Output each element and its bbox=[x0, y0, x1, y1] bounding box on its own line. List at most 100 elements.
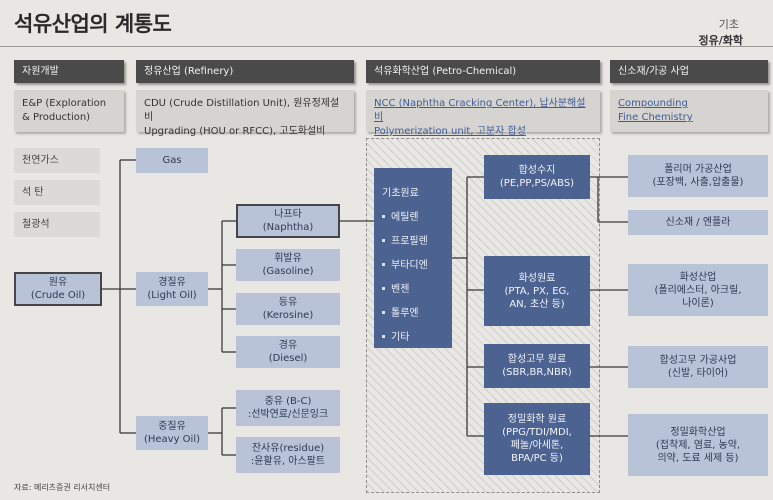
basic-material-item: 벤젠 bbox=[382, 280, 452, 295]
basic-material-label: 톨루엔 bbox=[391, 308, 419, 319]
box-line: 중질유 bbox=[158, 421, 186, 432]
column-header-resource: 자원개발 bbox=[14, 60, 124, 83]
engineering-plastics-box: 신소재 / 엔플라 bbox=[628, 210, 768, 235]
box-line: 화성산업 bbox=[679, 271, 717, 283]
column-detail-resource: E&P (Exploration & Production) bbox=[14, 90, 124, 132]
box-line: (Heavy Oil) bbox=[143, 434, 201, 445]
diesel-box: 경유 (Diesel) bbox=[236, 336, 340, 368]
bullet-icon bbox=[382, 286, 385, 290]
crude-oil-box: 원유 (Crude Oil) bbox=[14, 272, 102, 306]
box-line: 의약, 도료 세제 등) bbox=[657, 452, 739, 464]
gas-box: Gas bbox=[136, 148, 208, 173]
column-detail-refinery: CDU (Crude Distillation Unit), 원유정제설비 Up… bbox=[136, 90, 354, 137]
detail-line: E&P (Exploration bbox=[22, 98, 107, 109]
box-line: (Diesel) bbox=[268, 353, 308, 364]
polymer-processing-box: 폴리머 가공산업(포장백, 사출,압출물) bbox=[628, 155, 768, 197]
box-line: (PPG/TDI/MDI, bbox=[502, 427, 572, 438]
gasoline-box: 휘발유 (Gasoline) bbox=[236, 249, 340, 281]
detail-line: CDU (Crude Distillation Unit), 원유정제설비 bbox=[144, 98, 340, 123]
chemical-feedstock-box: 화성원료(PTA, PX, EG,AN, 초산 등) bbox=[484, 256, 590, 326]
basic-material-item: 부타디엔 bbox=[382, 256, 452, 271]
synthetic-resin-box: 합성수지 (PE,PP,PS/ABS) bbox=[484, 155, 590, 199]
box-line: (PE,PP,PS/ABS) bbox=[499, 178, 575, 189]
box-line: 경질유 bbox=[158, 277, 186, 288]
basic-material-item: 기타 bbox=[382, 328, 452, 343]
column-detail-new-materials: Compounding Fine Chemistry bbox=[610, 90, 768, 132]
box-line: :윤활유, 아스팔트 bbox=[250, 456, 326, 467]
column-detail-petrochemical: NCC (Naphtha Cracking Center), 납사분해설비 Po… bbox=[366, 90, 600, 137]
basic-material-label: 벤젠 bbox=[391, 284, 410, 295]
box-line: 합성수지 bbox=[518, 165, 556, 176]
box-line: 원유 bbox=[48, 277, 68, 288]
subcategory-label: 정유/화학 bbox=[698, 34, 744, 47]
basic-material-label: 프로필렌 bbox=[391, 236, 428, 247]
box-line: BPA/PC 등) bbox=[511, 453, 563, 464]
box-line: (Kerosine) bbox=[262, 310, 314, 321]
column-header-refinery: 정유산업 (Refinery) bbox=[136, 60, 354, 83]
box-line: (Light Oil) bbox=[147, 290, 197, 301]
title-divider bbox=[0, 46, 773, 47]
basic-material-label: 부타디엔 bbox=[391, 260, 428, 271]
box-line: 정밀화학 원료 bbox=[507, 414, 567, 425]
box-line: (Crude Oil) bbox=[30, 290, 86, 301]
detail-line: & Production) bbox=[22, 112, 91, 123]
box-line: 등유 bbox=[278, 297, 298, 308]
bullet-icon bbox=[382, 262, 385, 266]
box-line: (접착제, 염료, 농약, bbox=[655, 439, 741, 451]
box-line: (PTA, PX, EG, bbox=[504, 285, 570, 297]
bullet-icon bbox=[382, 238, 385, 242]
fine-chemical-box: 정밀화학 원료 (PPG/TDI/MDI, 페놀/아세톤, BPA/PC 등) bbox=[484, 403, 590, 475]
bullet-icon bbox=[382, 310, 385, 314]
basic-material-item: 에틸렌 bbox=[382, 208, 452, 223]
basic-materials-box: 기초원료 에틸렌 프로필렌 부타디엔 벤젠 톨루엔 기타 bbox=[374, 168, 452, 348]
box-line: 나프타 bbox=[274, 209, 302, 220]
detail-line: Fine Chemistry bbox=[618, 112, 693, 123]
resource-coal: 석 탄 bbox=[14, 180, 100, 205]
basic-materials-title: 기초원료 bbox=[382, 188, 419, 199]
heavy-oil-box: 중질유 (Heavy Oil) bbox=[136, 416, 208, 450]
light-oil-box: 경질유 (Light Oil) bbox=[136, 272, 208, 306]
basic-material-item: 프로필렌 bbox=[382, 232, 452, 247]
category-label: 기초 bbox=[718, 18, 739, 31]
residue-box: 잔사유(residue) :윤활유, 아스팔트 bbox=[236, 437, 340, 473]
rubber-processing-box: 합성고무 가공사업 (신발, 타이어) bbox=[628, 346, 768, 388]
bunker-c-box: 중유 (B-C) :선박연료/신문잉크 bbox=[236, 390, 340, 426]
box-line: (Naphtha) bbox=[262, 222, 314, 233]
box-line: :선박연료/신문잉크 bbox=[247, 409, 329, 420]
synthetic-rubber-box: 합성고무 원료 (SBR,BR,NBR) bbox=[484, 344, 590, 388]
bullet-icon bbox=[382, 334, 385, 338]
resource-natural-gas: 천연가스 bbox=[14, 148, 100, 173]
box-line: 화성원료 bbox=[518, 272, 556, 284]
fine-chemical-industry-box: 정밀화학산업(접착제, 염료, 농약,의약, 도료 세제 등) bbox=[628, 414, 768, 476]
box-line: 합성고무 원료 bbox=[507, 354, 567, 365]
column-header-petrochemical: 석유화학산업 (Petro-Chemical) bbox=[366, 60, 600, 83]
box-line: (SBR,BR,NBR) bbox=[502, 367, 572, 378]
box-line: 합성고무 가공사업 bbox=[659, 355, 737, 366]
basic-material-label: 에틸렌 bbox=[391, 212, 419, 223]
box-line: 페놀/아세톤, bbox=[510, 440, 564, 451]
page-title: 석유산업의 계통도 bbox=[14, 12, 172, 36]
kerosine-box: 등유 (Kerosine) bbox=[236, 293, 340, 325]
box-line: 정밀화학산업 bbox=[670, 426, 726, 438]
box-line: 휘발유 bbox=[274, 253, 302, 264]
box-line: (폴리에스터, 아크릴, bbox=[654, 284, 742, 296]
naphtha-box: 나프타 (Naphtha) bbox=[236, 204, 340, 238]
source-note: 자료: 메리츠증권 리서치센터 bbox=[14, 483, 111, 492]
resource-iron-ore: 철광석 bbox=[14, 212, 100, 237]
box-line: 나이론) bbox=[682, 297, 714, 309]
basic-material-label: 기타 bbox=[391, 332, 410, 343]
detail-line: NCC (Naphtha Cracking Center), 납사분해설비 bbox=[374, 98, 586, 123]
detail-line: Compounding bbox=[618, 98, 688, 109]
basic-material-item: 톨루엔 bbox=[382, 304, 452, 319]
box-line: 경유 bbox=[278, 340, 298, 351]
column-header-new-materials: 신소재/가공 사업 bbox=[610, 60, 768, 83]
box-line: 중유 (B-C) bbox=[264, 396, 312, 407]
box-line: AN, 초산 등) bbox=[509, 298, 565, 310]
box-line: 폴리머 가공산업 bbox=[664, 164, 732, 175]
chemical-industry-box: 화성산업(폴리에스터, 아크릴,나이론) bbox=[628, 264, 768, 316]
box-line: 잔사유(residue) bbox=[251, 443, 325, 454]
detail-line: Polymerization unit, 고분자 합성 bbox=[374, 126, 526, 137]
box-line: (Gasoline) bbox=[262, 266, 314, 277]
box-line: (신발, 타이어) bbox=[667, 368, 729, 379]
